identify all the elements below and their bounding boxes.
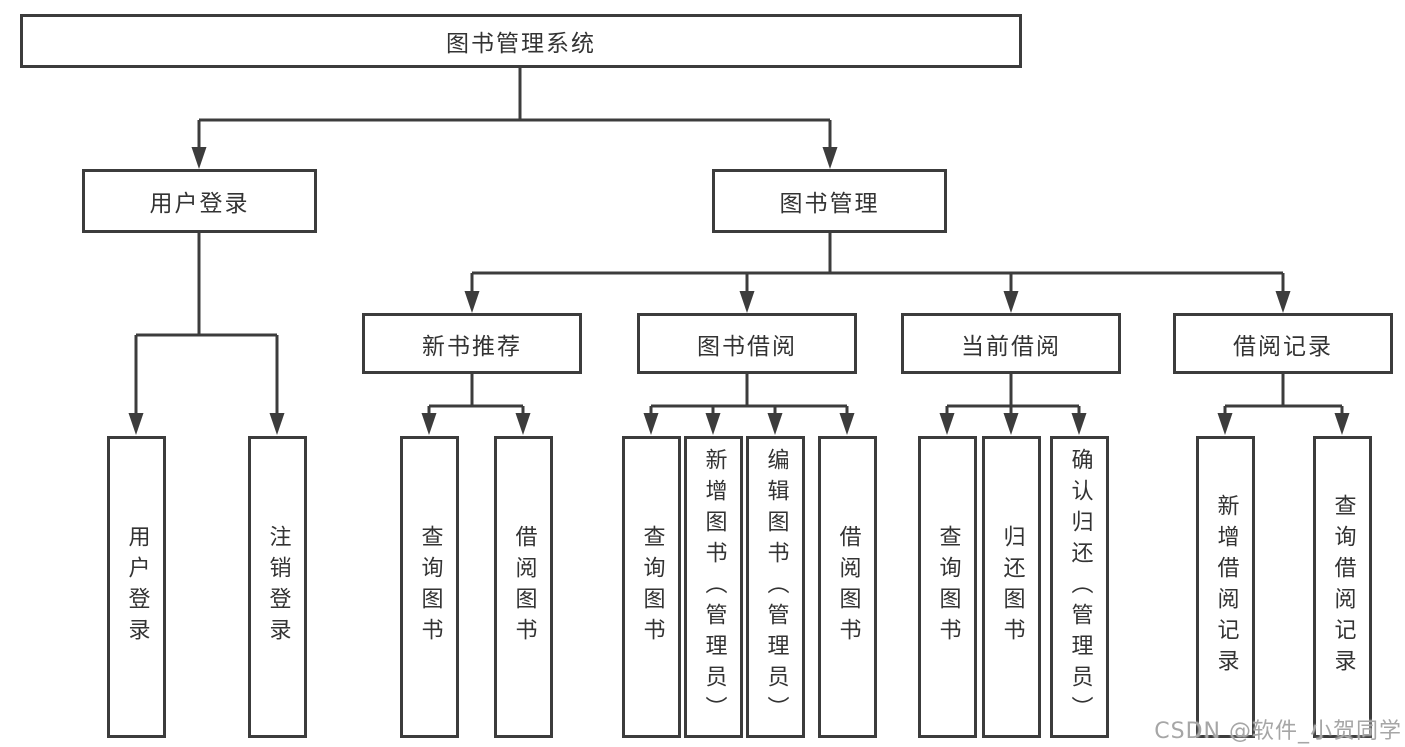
leaf-query-books-1: 查询图书 [400, 436, 459, 738]
leaf-borrow-books-2: 借阅图书 [818, 436, 877, 738]
node-borrow-records: 借阅记录 [1173, 313, 1393, 374]
leaf-user-login-label: 用户登录 [124, 525, 150, 649]
node-current-borrow-label: 当前借阅 [961, 333, 1061, 360]
node-current-borrow: 当前借阅 [901, 313, 1121, 374]
leaf-add-book-admin: 新增图书（管理员） [684, 436, 743, 738]
leaf-query-books-2: 查询图书 [622, 436, 681, 738]
node-book-borrow: 图书借阅 [637, 313, 857, 374]
node-new-book-recommend-label: 新书推荐 [422, 333, 522, 360]
leaf-confirm-return-admin: 确认归还（管理员） [1050, 436, 1109, 738]
node-book-management: 图书管理 [712, 169, 947, 233]
leaf-confirm-return-admin-label: 确认归还（管理员） [1067, 447, 1093, 727]
leaf-query-books-3-label: 查询图书 [935, 525, 961, 649]
node-new-book-recommend: 新书推荐 [362, 313, 582, 374]
node-root-label: 图书管理系统 [446, 31, 596, 57]
node-user-login-label: 用户登录 [149, 191, 250, 217]
leaf-query-books-2-label: 查询图书 [639, 525, 665, 649]
leaf-borrow-books-2-label: 借阅图书 [835, 525, 861, 649]
leaf-add-borrow-record-label: 新增借阅记录 [1213, 494, 1239, 680]
leaf-add-book-admin-label: 新增图书（管理员） [701, 447, 727, 727]
node-root: 图书管理系统 [20, 14, 1022, 68]
leaf-user-login: 用户登录 [107, 436, 166, 738]
leaf-query-borrow-record-label: 查询借阅记录 [1330, 494, 1356, 680]
node-borrow-records-label: 借阅记录 [1233, 333, 1333, 360]
leaf-query-borrow-record: 查询借阅记录 [1313, 436, 1372, 738]
leaf-logout: 注销登录 [248, 436, 307, 738]
leaf-borrow-books-1-label: 借阅图书 [511, 525, 537, 649]
leaf-edit-book-admin-label: 编辑图书（管理员） [763, 447, 789, 727]
leaf-borrow-books-1: 借阅图书 [494, 436, 553, 738]
node-book-borrow-label: 图书借阅 [697, 333, 797, 360]
leaf-edit-book-admin: 编辑图书（管理员） [746, 436, 805, 738]
watermark: CSDN @软件_小贺同学 [1154, 719, 1402, 744]
leaf-logout-label: 注销登录 [265, 525, 291, 649]
leaf-add-borrow-record: 新增借阅记录 [1196, 436, 1255, 738]
leaf-return-book: 归还图书 [982, 436, 1041, 738]
leaf-return-book-label: 归还图书 [999, 525, 1025, 649]
leaf-query-books-1-label: 查询图书 [417, 525, 443, 649]
leaf-query-books-3: 查询图书 [918, 436, 977, 738]
node-user-login: 用户登录 [82, 169, 317, 233]
node-book-management-label: 图书管理 [779, 191, 880, 217]
